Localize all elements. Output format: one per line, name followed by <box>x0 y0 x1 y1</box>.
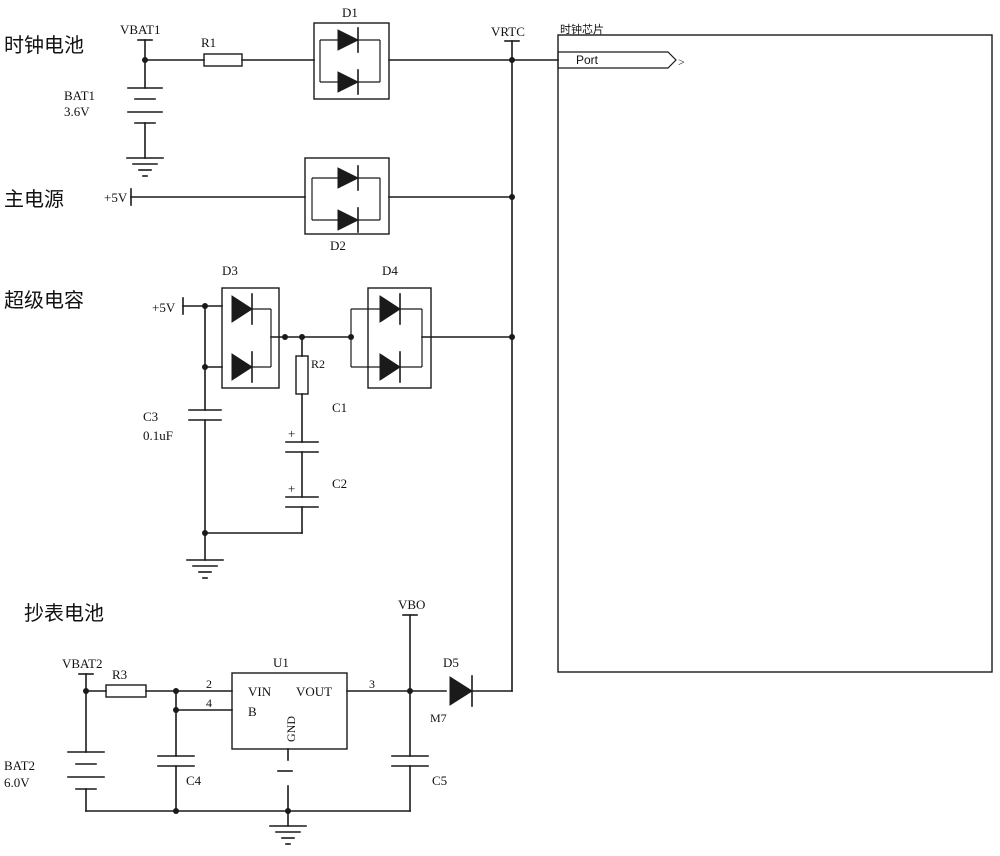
label-c5: C5 <box>432 773 447 788</box>
resistor-r1 <box>203 53 243 67</box>
label-u1-pin2: 2 <box>206 677 212 691</box>
label-u1: U1 <box>273 655 289 670</box>
section-main-power-label: 主电源 <box>4 187 64 211</box>
ground-icon <box>186 559 224 579</box>
diode-d3 <box>221 287 280 389</box>
label-u1-b: B <box>248 704 257 719</box>
ground-icon <box>126 157 164 177</box>
label-r2: R2 <box>311 357 325 371</box>
label-bat1: BAT1 <box>64 88 95 103</box>
net-label-vrtc: VRTC <box>491 24 525 39</box>
chip-port-label: Port <box>576 53 599 67</box>
label-u1-pin4: 4 <box>206 696 212 710</box>
c1-plus-icon: + <box>288 426 295 441</box>
resistor-r2 <box>295 355 309 395</box>
label-u1-gnd: GND <box>284 716 298 742</box>
diode-d1 <box>313 22 390 100</box>
clock-chip-body <box>557 34 993 673</box>
label-bat2-voltage: 6.0V <box>4 775 30 790</box>
label-u1-pin3: 3 <box>369 677 375 691</box>
diode-d4 <box>350 287 432 389</box>
label-d2: D2 <box>330 238 346 253</box>
net-label-plus5v-main: +5V <box>104 190 128 205</box>
supercap-circuit: +5V D3 <box>143 263 513 579</box>
label-r3: R3 <box>112 667 127 682</box>
net-label-vbo: VBO <box>398 597 425 612</box>
resistor-r3 <box>105 684 147 698</box>
label-m7: M7 <box>430 711 447 725</box>
label-c1: C1 <box>332 400 347 415</box>
label-r1: R1 <box>201 35 216 50</box>
label-bat2: BAT2 <box>4 758 35 773</box>
net-label-plus5v-cap: +5V <box>152 300 176 315</box>
label-bat1-voltage: 3.6V <box>64 104 90 119</box>
clock-chip: 时钟芯片 Port > <box>557 22 993 673</box>
chip-port-marker <box>557 51 677 69</box>
c2-plus-icon: + <box>288 481 295 496</box>
net-label-vbat1: VBAT1 <box>120 22 160 37</box>
section-meter-battery-label: 抄表电池 <box>24 601 104 625</box>
label-d3: D3 <box>222 263 238 278</box>
port-arrow-icon: > <box>678 55 685 69</box>
net-label-vbat2: VBAT2 <box>62 656 102 671</box>
label-u1-vin: VIN <box>248 684 272 699</box>
label-c2: C2 <box>332 476 347 491</box>
regulator-u1: VIN B VOUT GND <box>231 672 348 750</box>
label-c4: C4 <box>186 773 202 788</box>
diode-d2 <box>304 157 390 235</box>
label-d5: D5 <box>443 655 459 670</box>
meter-battery-circuit: VBAT2 R3 2 4 VIN B VOUT GND U1 3 VBO <box>4 597 513 845</box>
ground-icon <box>269 825 307 845</box>
label-u1-vout: VOUT <box>296 684 332 699</box>
clock-battery-circuit: VBAT1 R1 D1 BAT1 3.6V <box>64 5 559 177</box>
label-d1: D1 <box>342 5 358 20</box>
section-clock-battery-label: 时钟电池 <box>4 33 84 57</box>
label-c3-value: 0.1uF <box>143 428 173 443</box>
section-supercap-label: 超级电容 <box>4 288 84 312</box>
label-d4: D4 <box>382 263 398 278</box>
diode-d5 <box>449 675 473 707</box>
label-c3: C3 <box>143 409 158 424</box>
main-power-circuit: +5V D2 <box>104 157 513 253</box>
clock-chip-title: 时钟芯片 <box>560 22 604 36</box>
